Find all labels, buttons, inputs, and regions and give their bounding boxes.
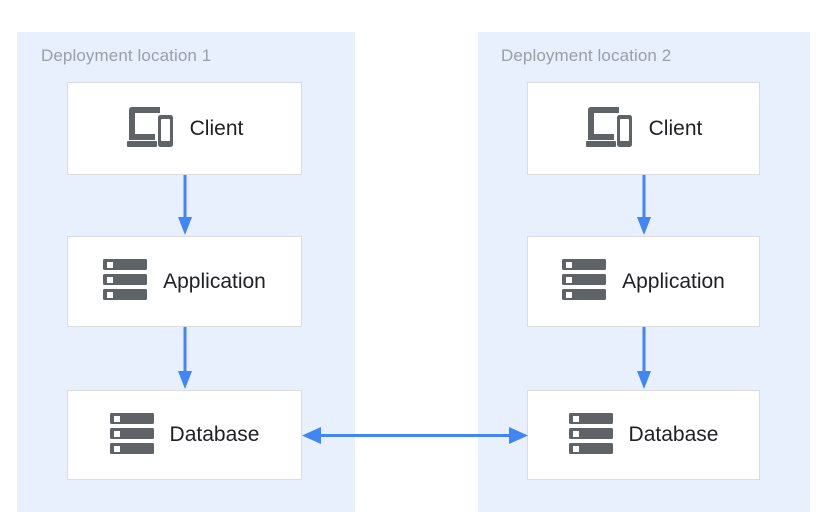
arrow-application-2-to-database-2 xyxy=(637,327,651,390)
arrow-database-1-to-database-2 xyxy=(302,427,528,444)
node-database-1[interactable]: Database xyxy=(67,390,302,480)
node-application-1-label: Application xyxy=(163,269,266,293)
server-rack-icon xyxy=(103,257,148,306)
node-application-1[interactable]: Application xyxy=(67,236,302,327)
node-client-1[interactable]: Client xyxy=(67,82,302,175)
node-client-2-label: Client xyxy=(648,116,703,140)
node-client-2[interactable]: Client xyxy=(527,82,760,175)
node-application-2[interactable]: Application xyxy=(527,236,760,327)
arrow-client-2-to-application-2 xyxy=(637,175,651,236)
zone-2-label: Deployment location 2 xyxy=(501,46,672,65)
server-rack-icon xyxy=(568,411,613,460)
node-database-2[interactable]: Database xyxy=(527,390,760,480)
node-application-2-label: Application xyxy=(622,269,725,293)
node-database-2-label: Database xyxy=(628,423,719,446)
devices-icon xyxy=(126,104,174,153)
arrow-client-1-to-application-1 xyxy=(178,175,192,236)
node-database-1-label: Database xyxy=(169,423,260,446)
node-client-1-label: Client xyxy=(189,116,244,140)
devices-icon xyxy=(585,104,633,153)
zone-1-label: Deployment location 1 xyxy=(41,46,212,65)
arrow-application-1-to-database-1 xyxy=(178,327,192,390)
server-rack-icon xyxy=(562,257,607,306)
server-rack-icon xyxy=(109,411,154,460)
